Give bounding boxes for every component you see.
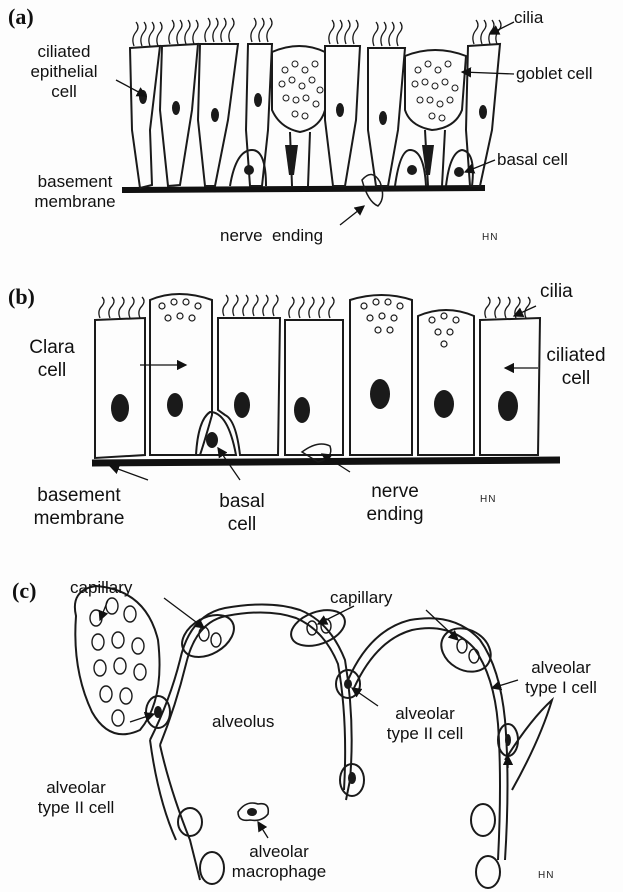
label-c-macrophage-line1: alveolar [224,842,334,862]
label-b-basal-cell: basal cell [212,490,272,536]
a-ciliated-cell-1 [130,46,160,188]
panel-b-drawing [92,294,560,463]
label-a-nerve-ending: nerve ending [220,226,323,246]
label-b-basement-line1: basement [24,484,134,507]
label-a-cilia: cilia [514,8,543,28]
a-ciliated-cell-4 [246,44,272,186]
label-c-type-i-line1: alveolar [506,658,616,678]
label-a-basal-cell: basal cell [497,150,568,170]
label-a-ciliated-line1: ciliated [14,42,114,62]
c-capillary-mid [286,603,350,652]
c-alveolar-wall-left [150,604,352,800]
label-b-nerve-line2: ending [360,503,430,526]
a-cilia [133,18,501,46]
label-c-capillary-left: capillary [70,578,132,598]
label-b-nerve-line1: nerve [360,480,430,503]
b-nuclei [111,379,518,448]
label-a-basement-membrane: basement membrane [30,172,120,212]
label-b-cilia: cilia [540,280,573,303]
panel-b-tag: (b) [8,284,35,310]
label-c-type-ii-cell-left: alveolar type II cell [16,778,136,818]
c-end-cell-right [476,856,500,888]
label-c-type-ii-center-line1: alveolar [370,704,480,724]
label-b-basal-line1: basal [212,490,272,513]
label-b-ciliated-cell: ciliated cell [532,344,620,390]
b-clara-cell-1 [150,294,212,455]
label-b-basement-line2: membrane [24,507,134,530]
label-b-clara-cell: Clara cell [12,336,92,382]
c-spike-right [505,700,552,790]
panel-c-tag: (c) [12,578,36,604]
label-b-basal-line2: cell [212,513,272,536]
signature-c: HN [538,870,554,881]
panel-b-basement-membrane [92,460,560,463]
c-type-ii-cell-lower-left [178,808,202,836]
label-c-type-ii-left-line1: alveolar [16,778,136,798]
b-cilia [99,295,530,318]
c-nuclei [154,679,511,816]
label-c-type-i-line2: type I cell [506,678,616,698]
label-b-ciliated-line2: cell [532,367,620,390]
signature-b: HN [480,494,496,505]
b-ciliated-cell-2 [218,318,280,455]
b-ciliated-cell-1 [95,318,145,458]
a-ciliated-cell-5 [325,46,360,186]
b-clara-cell-3 [418,310,474,455]
b-ciliated-cell-3 [285,320,343,455]
label-a-ciliated-line3: cell [14,82,114,102]
b-ciliated-cell-4 [480,318,540,455]
c-type-ii-cell-lower-right [471,804,495,836]
label-c-capillary-right: capillary [330,588,392,608]
label-b-clara-line1: Clara [12,336,92,359]
label-c-type-ii-left-line2: type II cell [16,798,136,818]
b-granules [159,299,459,347]
label-a-basement-line2: membrane [30,192,120,212]
label-a-goblet-cell: goblet cell [516,64,593,84]
label-c-macrophage: alveolar macrophage [224,842,334,882]
label-c-type-ii-cell-center: alveolar type II cell [370,704,480,744]
label-a-ciliated-line2: epithelial [14,62,114,82]
label-a-basement-line1: basement [30,172,120,192]
panel-a-tag: (a) [8,4,34,30]
panel-a-drawing [122,44,500,206]
label-b-ciliated-line1: ciliated [532,344,620,367]
label-c-type-ii-center-line2: type II cell [370,724,480,744]
label-c-alveolus: alveolus [212,712,274,732]
label-c-type-i-cell: alveolar type I cell [506,658,616,698]
panel-a-basement-membrane [122,188,485,190]
a-ciliated-cell-2 [160,44,198,186]
signature-a: HN [482,232,498,243]
label-b-nerve-ending: nerve ending [360,480,430,526]
label-a-ciliated-epithelial-cell: ciliated epithelial cell [14,42,114,102]
label-b-basement-membrane: basement membrane [24,484,134,530]
label-b-clara-line2: cell [12,359,92,382]
c-alveolar-wall-right-inner [354,628,500,860]
label-c-macrophage-line2: macrophage [224,862,334,882]
c-end-cell-left [200,852,224,884]
